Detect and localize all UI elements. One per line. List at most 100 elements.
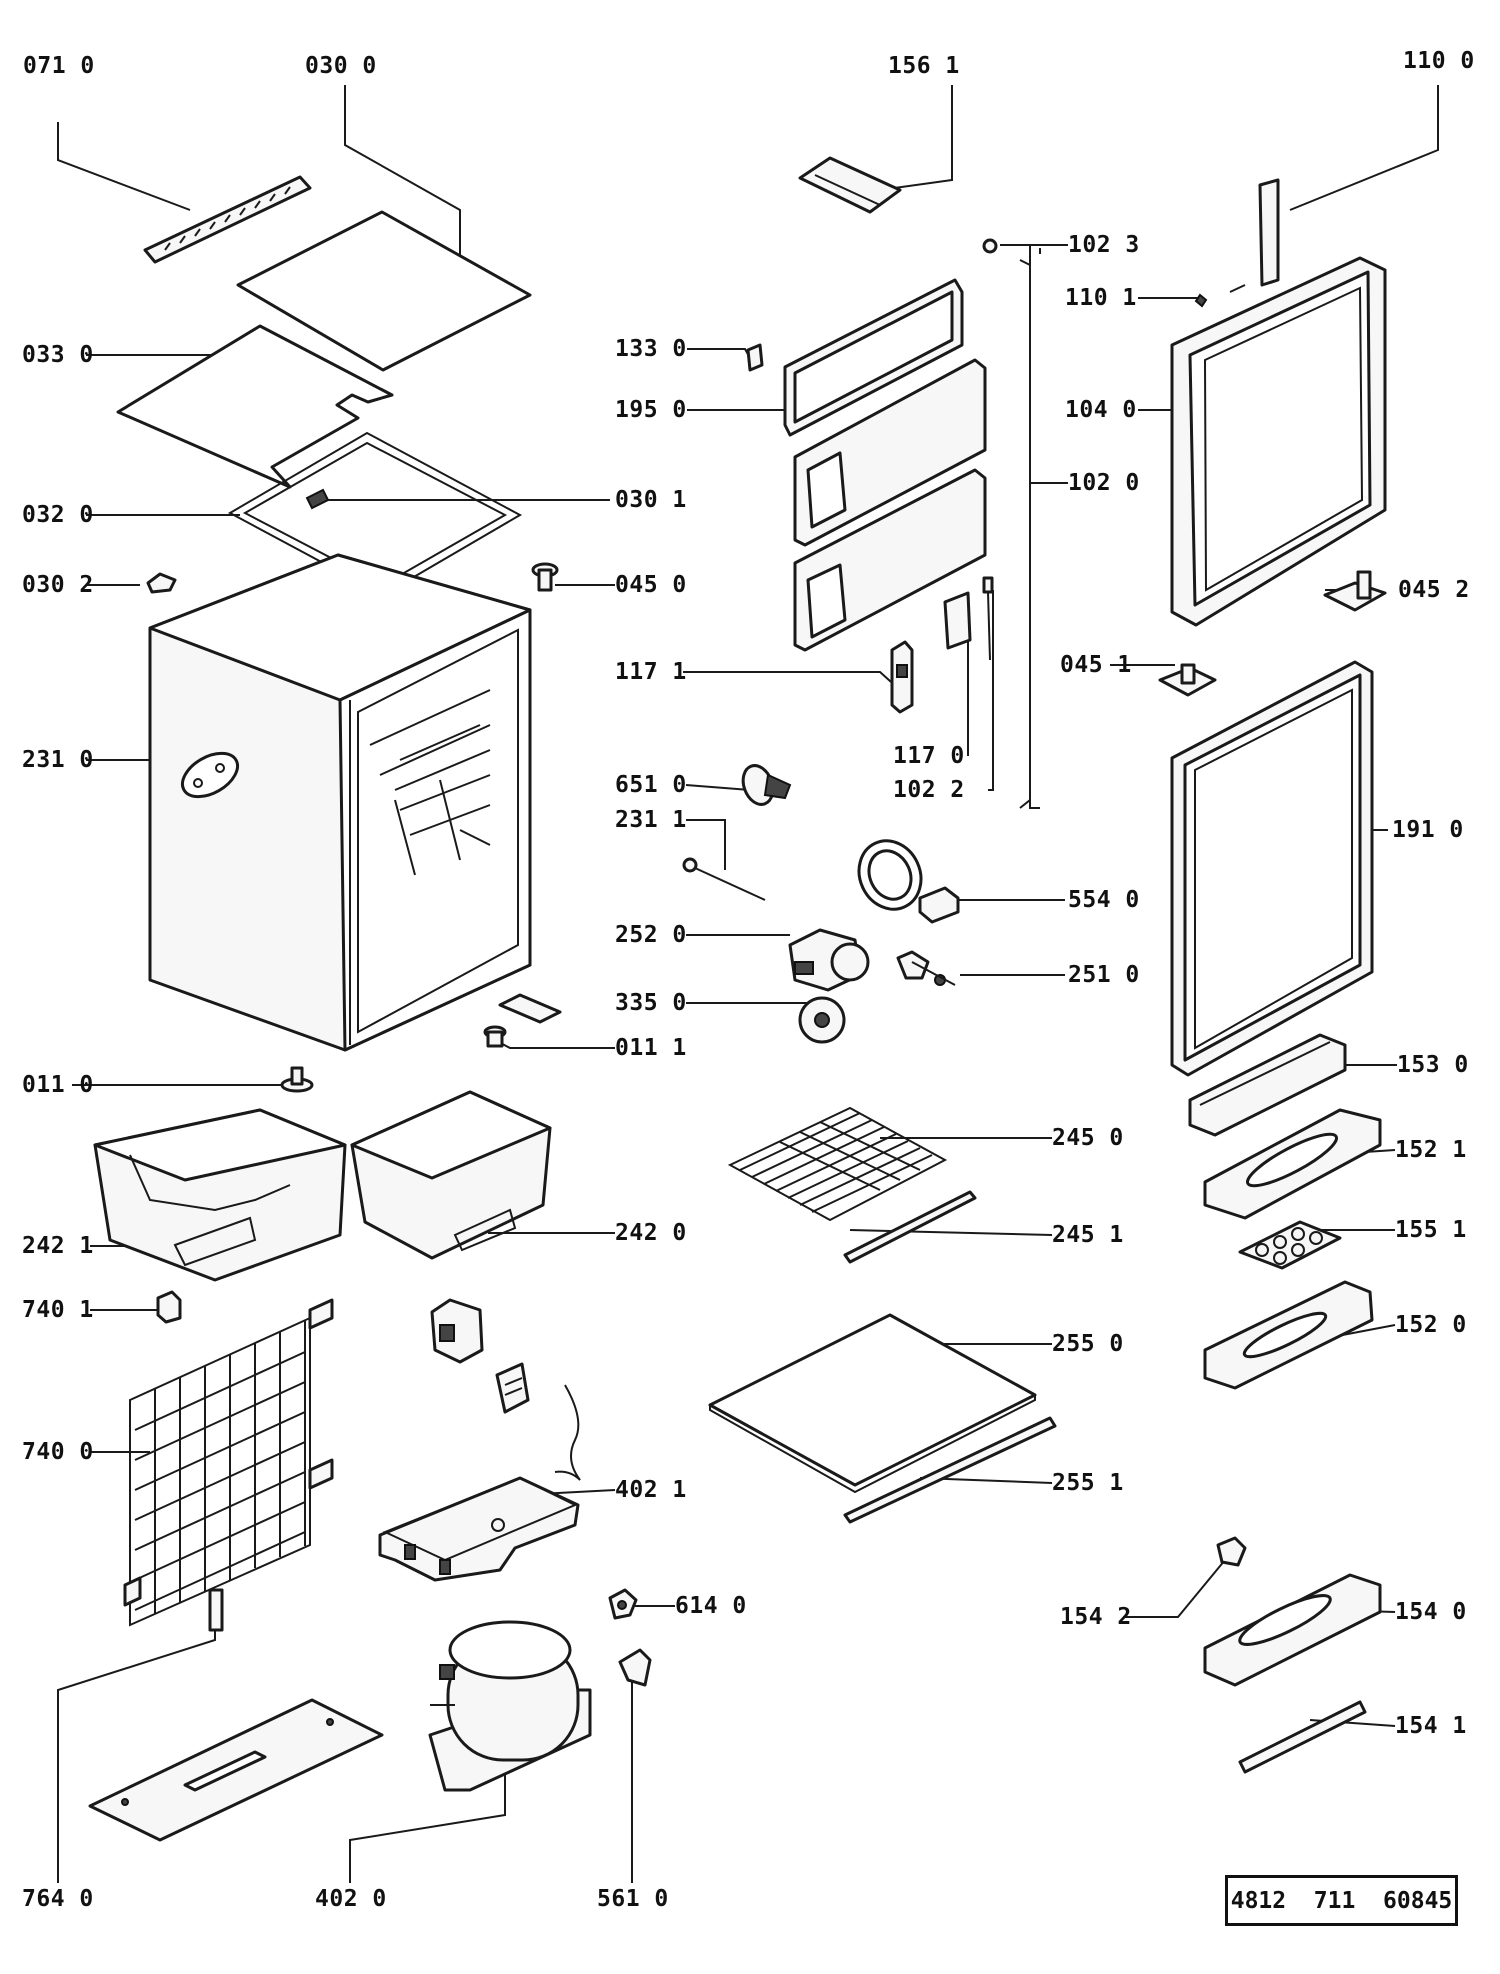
label-1020: 102 0 bbox=[1068, 470, 1140, 496]
part-wire bbox=[554, 1384, 581, 1481]
part-0110-foot bbox=[280, 1066, 314, 1093]
part-4020-compressor bbox=[428, 1620, 592, 1792]
label-0111: 011 1 bbox=[615, 1035, 687, 1061]
label-0450: 045 0 bbox=[615, 572, 687, 598]
part-1100-hinge-strip bbox=[1258, 178, 1280, 287]
label-1023: 102 3 bbox=[1068, 232, 1140, 258]
label-0300: 030 0 bbox=[305, 53, 377, 79]
part-1541-shelf-bar bbox=[1238, 1700, 1367, 1774]
part-7640-mounting-plate bbox=[88, 1588, 384, 1842]
label-1101: 110 1 bbox=[1065, 285, 1137, 311]
label-1910: 191 0 bbox=[1392, 817, 1464, 843]
part-2551-glass-trim bbox=[843, 1416, 1057, 1524]
part-7401-clip bbox=[156, 1290, 182, 1324]
part-2520-light-switch bbox=[788, 928, 870, 992]
label-7401: 740 1 bbox=[22, 1297, 94, 1323]
label-0452: 045 2 bbox=[1398, 577, 1470, 603]
label-1542: 154 2 bbox=[1060, 1604, 1132, 1630]
label-0451: 045 1 bbox=[1060, 652, 1132, 678]
label-5540: 554 0 bbox=[1068, 887, 1140, 913]
part-1530-door-shelf bbox=[1188, 1033, 1347, 1137]
label-2551: 255 1 bbox=[1052, 1470, 1124, 1496]
label-2520: 252 0 bbox=[615, 922, 687, 948]
label-6510: 651 0 bbox=[615, 772, 687, 798]
part-2450-wire-shelf bbox=[727, 1106, 948, 1222]
part-cabinet-body bbox=[148, 553, 532, 1052]
label-1551: 155 1 bbox=[1395, 1217, 1467, 1243]
part-2311-capillary bbox=[682, 857, 766, 901]
label-5610: 561 0 bbox=[597, 1886, 669, 1912]
label-1561: 156 1 bbox=[888, 53, 960, 79]
label-4020: 402 0 bbox=[315, 1886, 387, 1912]
label-0710: 071 0 bbox=[23, 53, 95, 79]
label-0301: 030 1 bbox=[615, 487, 687, 513]
part-1171-lamp-holder bbox=[890, 640, 914, 714]
part-1521-door-shelf bbox=[1203, 1108, 1382, 1220]
part-2421-crisper-drawer bbox=[93, 1108, 347, 1282]
part-1561-grille bbox=[798, 156, 902, 214]
part-0330-glass-shelf bbox=[116, 324, 394, 489]
label-1950: 195 0 bbox=[615, 397, 687, 423]
label-1100: 110 0 bbox=[1403, 48, 1475, 74]
label-3350: 335 0 bbox=[615, 990, 687, 1016]
part-1520-bottle-shelf bbox=[1203, 1280, 1374, 1390]
label-1541: 154 1 bbox=[1395, 1713, 1467, 1739]
part-1950-frame bbox=[783, 278, 964, 437]
label-1521: 152 1 bbox=[1395, 1137, 1467, 1163]
label-1330: 133 0 bbox=[615, 336, 687, 362]
part-7400-condenser bbox=[123, 1298, 334, 1627]
part-relay-lower bbox=[495, 1362, 530, 1414]
label-1171: 117 1 bbox=[615, 659, 687, 685]
part-0450-screw bbox=[531, 562, 559, 592]
label-0302: 030 2 bbox=[22, 572, 94, 598]
part-0452-hinge bbox=[1323, 570, 1387, 612]
label-2510: 251 0 bbox=[1068, 962, 1140, 988]
label-1022: 102 2 bbox=[893, 777, 965, 803]
part-3350-knob bbox=[798, 996, 846, 1044]
part-1023-pin bbox=[982, 238, 998, 254]
label-4021: 402 1 bbox=[615, 1477, 687, 1503]
label-2450: 245 0 bbox=[1052, 1125, 1124, 1151]
part-2550-glass-edge bbox=[709, 1395, 1036, 1494]
label-2420: 242 0 bbox=[615, 1220, 687, 1246]
label-2550: 255 0 bbox=[1052, 1331, 1124, 1357]
part-1910-door-gasket bbox=[1170, 660, 1374, 1077]
part-6140-grommet bbox=[608, 1588, 638, 1620]
label-2421: 242 1 bbox=[22, 1233, 94, 1259]
part-1022-rod bbox=[982, 576, 994, 661]
part-2451-shelf-trim bbox=[843, 1190, 977, 1264]
part-2510-lamp-socket bbox=[896, 950, 956, 986]
label-1520: 152 0 bbox=[1395, 1312, 1467, 1338]
part-4021-compressor-base bbox=[378, 1476, 580, 1582]
label-2311: 231 1 bbox=[615, 807, 687, 833]
part-5540-thermostat bbox=[857, 839, 960, 924]
document-number-box: 4812 711 60845 bbox=[1225, 1875, 1458, 1926]
part-0451-hinge bbox=[1158, 663, 1217, 697]
part-1542-clip bbox=[1216, 1536, 1247, 1567]
part-1101-screw bbox=[1194, 284, 1246, 308]
label-6140: 614 0 bbox=[675, 1593, 747, 1619]
part-0302-bracket bbox=[146, 572, 177, 594]
label-1540: 154 0 bbox=[1395, 1599, 1467, 1625]
document-number: 4812 711 60845 bbox=[1230, 1887, 1453, 1914]
label-1170: 117 0 bbox=[893, 743, 965, 769]
label-0110: 011 0 bbox=[22, 1072, 94, 1098]
part-1551-egg-tray bbox=[1238, 1220, 1342, 1270]
label-7400: 740 0 bbox=[22, 1439, 94, 1465]
part-6510-thermostat-knob bbox=[741, 764, 792, 806]
part-1170-lamp-cover bbox=[943, 591, 972, 650]
part-0111-foot bbox=[483, 993, 562, 1048]
part-1040-door bbox=[1170, 256, 1387, 627]
part-0710-top-grille bbox=[143, 175, 312, 264]
part-1540-bottle-shelf bbox=[1203, 1573, 1382, 1687]
part-0300-top-plate bbox=[236, 210, 532, 372]
label-2310: 231 0 bbox=[22, 747, 94, 773]
label-0320: 032 0 bbox=[22, 502, 94, 528]
part-1330-clip bbox=[746, 343, 764, 372]
label-2451: 245 1 bbox=[1052, 1222, 1124, 1248]
label-1530: 153 0 bbox=[1397, 1052, 1469, 1078]
label-1040: 104 0 bbox=[1065, 397, 1137, 423]
part-evaporator-cover-lower bbox=[793, 468, 987, 652]
label-7640: 764 0 bbox=[22, 1886, 94, 1912]
